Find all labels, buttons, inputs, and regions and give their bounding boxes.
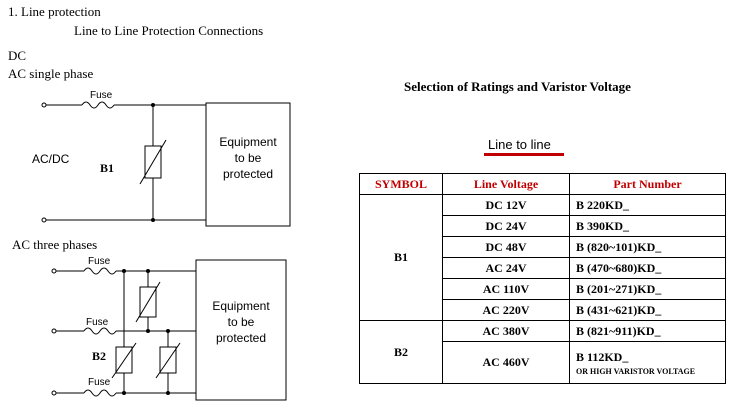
part-cell: B (431~621)KD_ <box>569 299 726 321</box>
part-note: OR HIGH VARISTOR VOLTAGE <box>576 366 696 376</box>
equipment-label-2: Equipment to be protected <box>212 299 270 345</box>
voltage-cell: AC 220V <box>442 299 570 321</box>
ac-three-phases-label: AC three phases <box>12 237 98 252</box>
equipment-box-2 <box>195 259 287 401</box>
part-cell: B (821~911)KD_ <box>569 320 726 342</box>
fuse-label-middle: Fuse <box>86 317 109 328</box>
ratings-table: SYMBOL Line Voltage Part Number B1 DC 12… <box>359 173 726 384</box>
equipment-box <box>205 102 291 227</box>
symbol-cell: B2 <box>359 320 443 384</box>
part-cell: B (820~101)KD_ <box>569 236 726 258</box>
part-number-text: B 112KD_ <box>576 349 629 364</box>
voltage-cell: DC 12V <box>442 194 570 216</box>
voltage-cell: DC 24V <box>442 215 570 237</box>
equipment-label: Equipment to be protected <box>219 135 277 181</box>
line-to-line-subtitle: Line to line <box>488 137 551 152</box>
table-row: AC 24V B (470~680)KD_ <box>360 257 726 279</box>
ratings-title: Selection of Ratings and Varistor Voltag… <box>404 79 631 94</box>
header-part-number: Part Number <box>569 173 726 195</box>
subsection-heading: Line to Line Protection Connections <box>74 23 264 38</box>
fuse-label: Fuse <box>90 90 113 101</box>
voltage-cell: AC 460V <box>442 341 570 384</box>
voltage-cell: AC 24V <box>442 257 570 279</box>
part-cell: B (201~271)KD_ <box>569 278 726 300</box>
fuse-label-top: Fuse <box>88 256 111 267</box>
ac-single-phase-label: AC single phase <box>8 66 94 81</box>
header-line-voltage: Line Voltage <box>442 173 570 195</box>
part-cell: B (470~680)KD_ <box>569 257 726 279</box>
part-cell: B 390KD_ <box>569 215 726 237</box>
fuse-symbol-middle <box>83 327 117 335</box>
voltage-cell: DC 48V <box>442 236 570 258</box>
section-heading: 1. Line protection <box>8 4 101 19</box>
fuse-symbol-top <box>83 267 117 275</box>
table-header-row: SYMBOL Line Voltage Part Number <box>359 173 726 195</box>
part-cell: B 112KD_ OR HIGH VARISTOR VOLTAGE <box>569 341 726 384</box>
table-row: AC 220V B (431~621)KD_ <box>360 299 726 321</box>
fuse-symbol <box>81 101 115 109</box>
table-row: DC 48V B (820~101)KD_ <box>360 236 726 258</box>
voltage-cell: AC 380V <box>442 320 570 342</box>
subtitle-underline <box>484 153 564 156</box>
table-row: AC 460V B 112KD_ OR HIGH VARISTOR VOLTAG… <box>360 341 726 384</box>
varistor-label-b1: B1 <box>100 161 115 175</box>
symbol-cell: B1 <box>359 194 443 321</box>
varistor-slash <box>139 139 167 185</box>
table-row: DC 24V B 390KD_ <box>360 215 726 237</box>
varistor-label-b2: B2 <box>92 349 107 363</box>
dc-label: DC <box>8 48 27 63</box>
fuse-label-bottom: Fuse <box>88 377 111 388</box>
table-row: B1 DC 12V B 220KD_ <box>359 194 726 321</box>
fuse-symbol-bottom <box>83 389 117 397</box>
part-cell: B 220KD_ <box>569 194 726 216</box>
voltage-cell: AC 110V <box>442 278 570 300</box>
source-label: AC/DC <box>32 152 70 166</box>
table-row: B2 AC 380V B (821~911)KD_ <box>359 320 726 384</box>
header-symbol: SYMBOL <box>359 173 443 195</box>
